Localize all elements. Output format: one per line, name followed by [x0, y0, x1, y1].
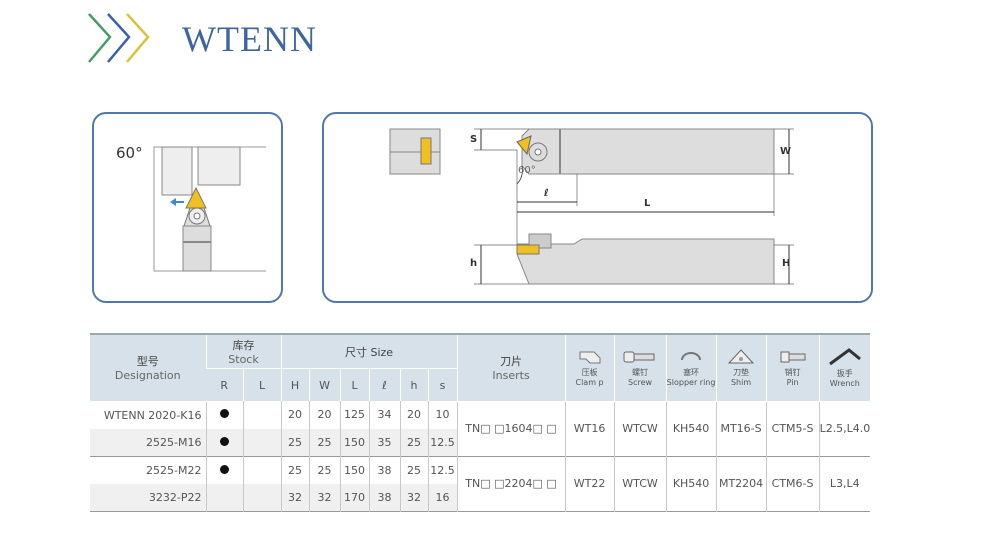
workpiece-insert-icon [153, 146, 266, 272]
size-L-header: L [339, 368, 370, 401]
chevron-logo-icon [88, 13, 150, 63]
stock-dot [220, 436, 229, 446]
wrench-icon [828, 347, 861, 365]
size-h-header: h [399, 368, 429, 401]
clamp-icon [579, 351, 601, 364]
dim-s-label: S [470, 134, 478, 145]
angle-label: 60° [116, 144, 143, 162]
dim-w-label: W [780, 146, 792, 157]
dim-L-label: L [644, 198, 651, 209]
stock-dot [220, 409, 229, 419]
shim-icon [727, 349, 755, 364]
dim-h-label: h [470, 258, 478, 269]
size-s-header: s [427, 368, 458, 401]
screw-icon [623, 351, 655, 363]
tool-holder-drawing-icon [389, 128, 794, 285]
dim-l-small-label: ℓ [544, 188, 549, 199]
pin-icon [780, 351, 806, 363]
stock-l-header: L [242, 368, 282, 401]
size-l-header: ℓ [368, 368, 401, 401]
dim-H-label: H [782, 258, 791, 269]
size-H-header: H [280, 368, 310, 401]
stopper-ring-icon [681, 351, 702, 360]
dimension-diagram: S W 60° ℓ L h H [322, 112, 873, 303]
thread-angle-diagram: 60° [92, 112, 283, 303]
page-title: WTENN [182, 19, 317, 59]
dim-angle-label: 60° [518, 165, 536, 176]
size-header: 尺寸 Size [280, 334, 458, 369]
stock-dot [220, 464, 229, 474]
size-W-header: W [308, 368, 341, 401]
stock-r-header: R [206, 368, 243, 401]
